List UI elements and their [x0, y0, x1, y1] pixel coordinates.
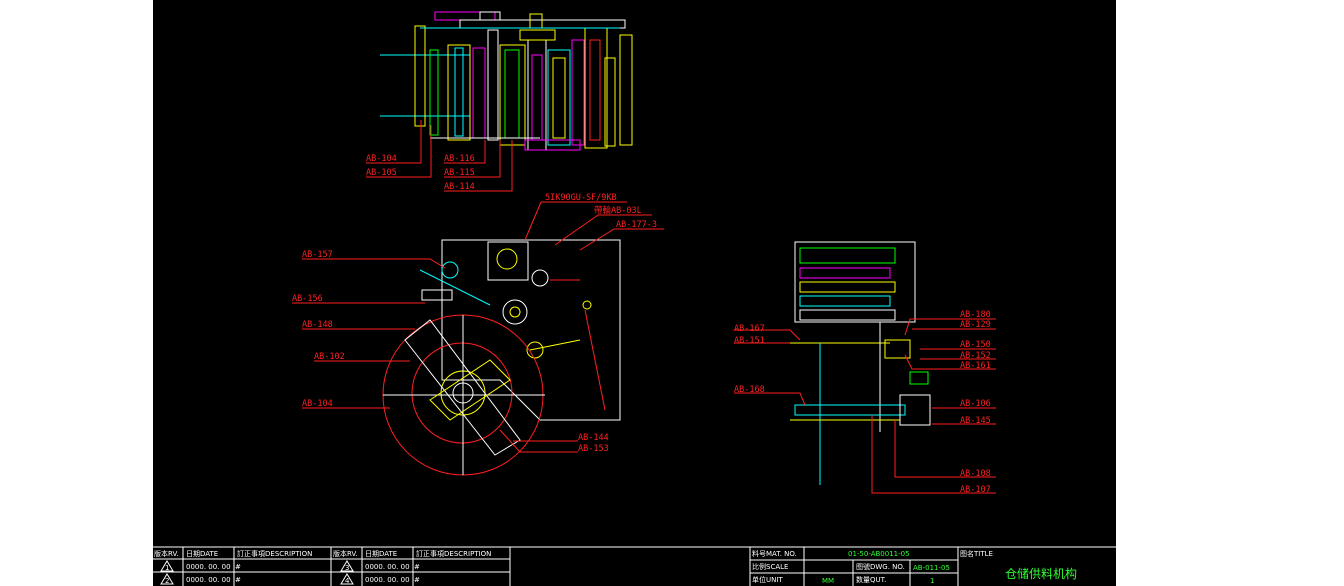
- callout-label: AB-150: [960, 340, 991, 350]
- revision-block: 版本RV. 日期DATE 訂正事項DESCRIPTION 版本RV. 日期DAT…: [152, 546, 1117, 586]
- revision-description: #: [235, 576, 241, 584]
- callout-label: AB-156: [292, 294, 323, 304]
- dwg-no-value: AB-011-05: [913, 564, 950, 572]
- callout-label: AB-105: [366, 168, 397, 178]
- callout-label: AB-107: [960, 485, 991, 495]
- callout-label: AB-180: [960, 310, 991, 320]
- front-elevation-view: [382, 239, 621, 476]
- revision-date: 0000. 00. 00: [365, 576, 410, 584]
- revision-header: 版本RV.: [333, 549, 358, 558]
- revision-date: 0000. 00. 00: [186, 563, 231, 571]
- drawing-sheet: [152, 0, 1117, 586]
- callout-label: AB-106: [960, 399, 991, 409]
- callout-label: AB-161: [960, 361, 991, 371]
- mat-no-label: 料号MAT. NO.: [752, 549, 797, 558]
- revision-number: 4: [345, 577, 350, 585]
- callout-label: AB-129: [960, 320, 991, 330]
- dwg-no-label: 图號DWG. NO.: [856, 562, 905, 571]
- mat-no-value: 01-50-AB0011-05: [848, 550, 910, 558]
- revision-description: #: [414, 563, 420, 571]
- revision-number: 1: [165, 564, 169, 572]
- callout-label: AB-144: [578, 433, 609, 443]
- callout-labels: AB-104 AB-105 AB-116 AB-115 AB-114 5IK90…: [292, 154, 991, 495]
- callout-label: AB-102: [314, 352, 345, 362]
- revision-date: 0000. 00. 00: [365, 563, 410, 571]
- side-elevation-view: [790, 241, 931, 485]
- callout-label: AB-148: [302, 320, 333, 330]
- callout-label: AB-114: [444, 182, 475, 192]
- revision-header: 版本RV.: [154, 549, 179, 558]
- callout-label: AB-116: [444, 154, 475, 164]
- unit-value: MM: [822, 577, 834, 585]
- revision-header: 訂正事項DESCRIPTION: [237, 549, 312, 558]
- callout-label: AB-151: [734, 336, 765, 346]
- callout-label: AB-168: [734, 385, 765, 395]
- revision-number: 2: [165, 577, 169, 585]
- revision-number: 3: [345, 564, 349, 572]
- callout-label: AB-145: [960, 416, 991, 426]
- qty-label: 数量QUT.: [856, 575, 886, 584]
- callout-label: AB-167: [734, 324, 765, 334]
- revision-header: 日期DATE: [365, 550, 397, 558]
- callout-label: AB-177-3: [616, 220, 657, 230]
- callout-label: AB-157: [302, 250, 333, 260]
- callout-label: 帶輪AB-03L: [594, 205, 642, 216]
- drawing-title: 仓储供料机构: [1005, 566, 1077, 581]
- callout-label: AB-115: [444, 168, 475, 178]
- callout-label: AB-104: [302, 399, 333, 409]
- revision-date: 0000. 00. 00: [186, 576, 231, 584]
- callout-label: 5IK90GU-SF/9KB: [545, 193, 617, 203]
- revision-header: 訂正事項DESCRIPTION: [416, 549, 491, 558]
- unit-label: 单位UNIT: [752, 575, 783, 584]
- revision-description: #: [414, 576, 420, 584]
- callout-label: AB-104: [366, 154, 397, 164]
- title-label: 图名TITLE: [960, 549, 993, 558]
- callout-label: AB-153: [578, 444, 609, 454]
- revision-description: #: [235, 563, 241, 571]
- qty-value: 1: [930, 577, 934, 585]
- revision-header: 日期DATE: [186, 550, 218, 558]
- top-assembly-view: [380, 11, 633, 151]
- title-block: 料号MAT. NO. 01-50-AB0011-05 比例SCALE 图號DWG…: [749, 547, 1077, 586]
- callout-label: AB-108: [960, 469, 991, 479]
- callout-leaders: [292, 120, 996, 494]
- scale-label: 比例SCALE: [752, 562, 788, 571]
- callout-label: AB-152: [960, 351, 991, 361]
